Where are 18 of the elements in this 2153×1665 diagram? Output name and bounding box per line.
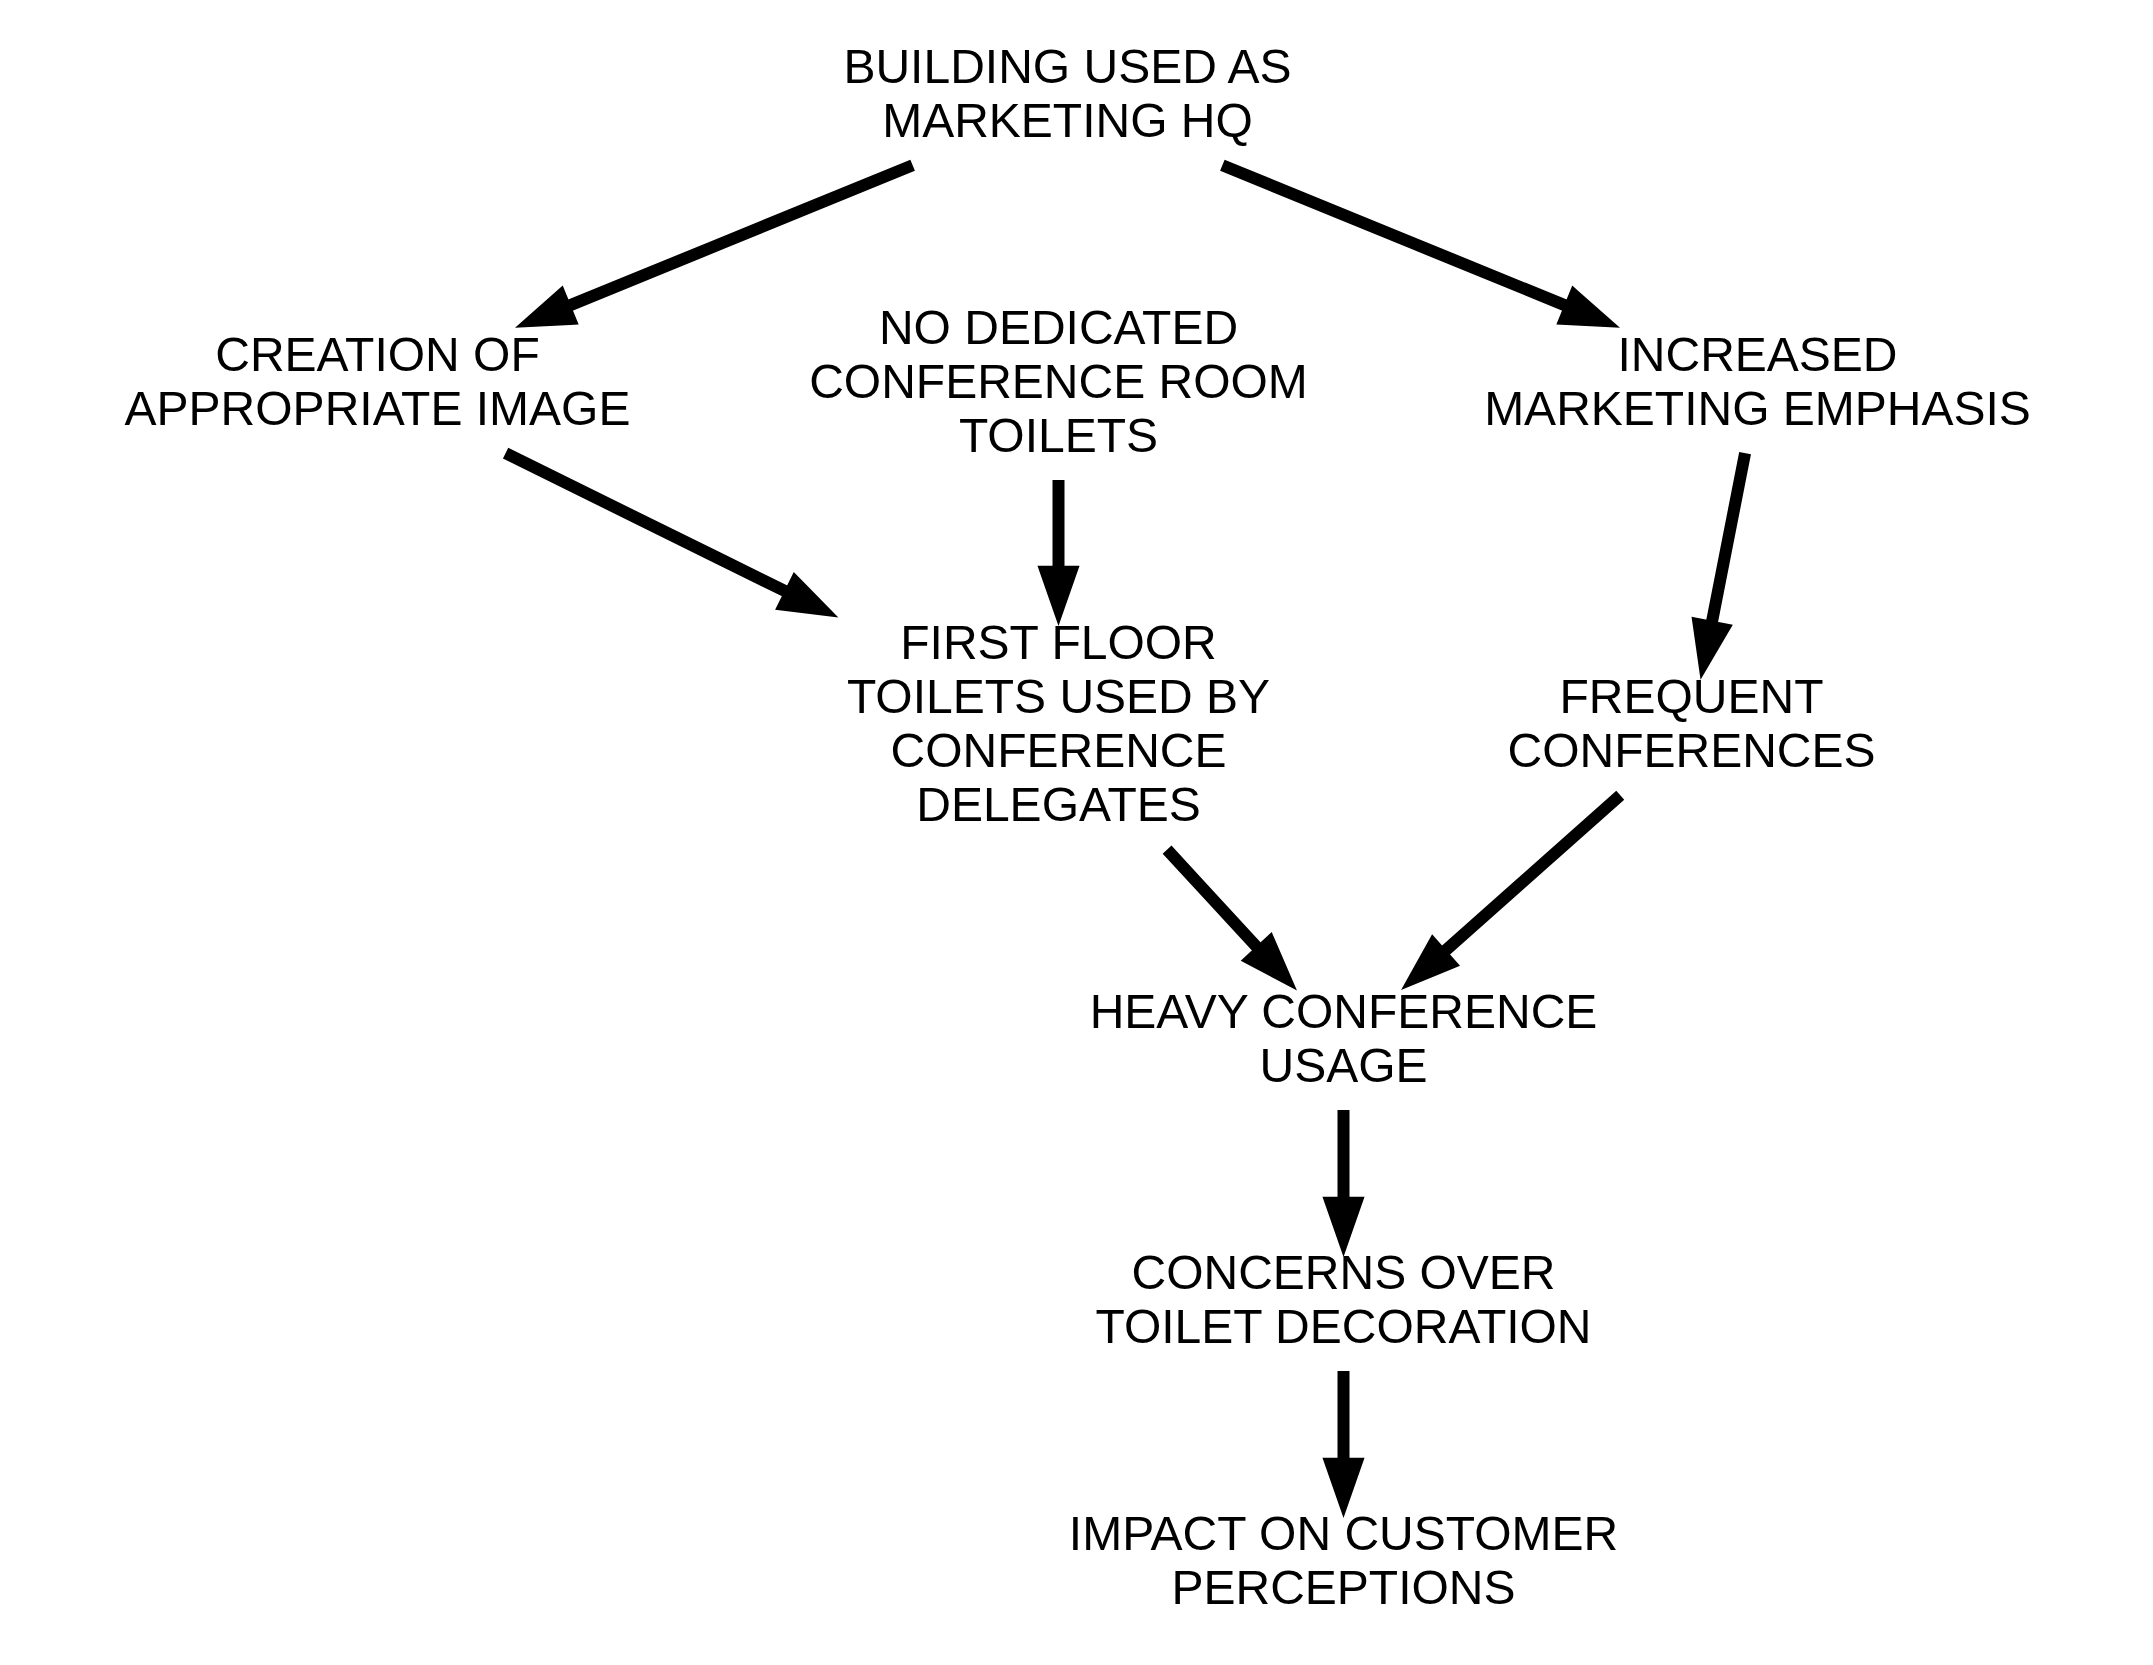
node-text: NO DEDICATED CONFERENCE ROOM TOILETS [809, 301, 1308, 463]
arrow [1162, 845, 1297, 991]
arrow [515, 159, 915, 328]
node-text: CONCERNS OVER TOILET DECORATION [1095, 1246, 1592, 1354]
node-text: FIRST FLOOR TOILETS USED BY CONFERENCE DELEGATES [846, 616, 1271, 832]
node-text: INCREASED MARKETING EMPHASIS [1484, 328, 2031, 436]
arrow [1220, 159, 1620, 328]
node-text: FREQUENT CONFERENCES [1507, 670, 1876, 778]
node-text: CREATION OF APPROPRIATE IMAGE [124, 328, 631, 436]
arrow [1037, 480, 1080, 627]
node-text: IMPACT ON CUSTOMER PERCEPTIONS [1068, 1507, 1619, 1615]
node-text: HEAVY CONFERENCE USAGE [1089, 985, 1598, 1093]
arrow [1322, 1110, 1365, 1257]
arrow [1691, 452, 1751, 680]
arrow [1322, 1371, 1365, 1518]
arrow [502, 447, 839, 618]
arrow [1401, 790, 1625, 990]
node-text: BUILDING USED AS MARKETING HQ [843, 40, 1292, 148]
